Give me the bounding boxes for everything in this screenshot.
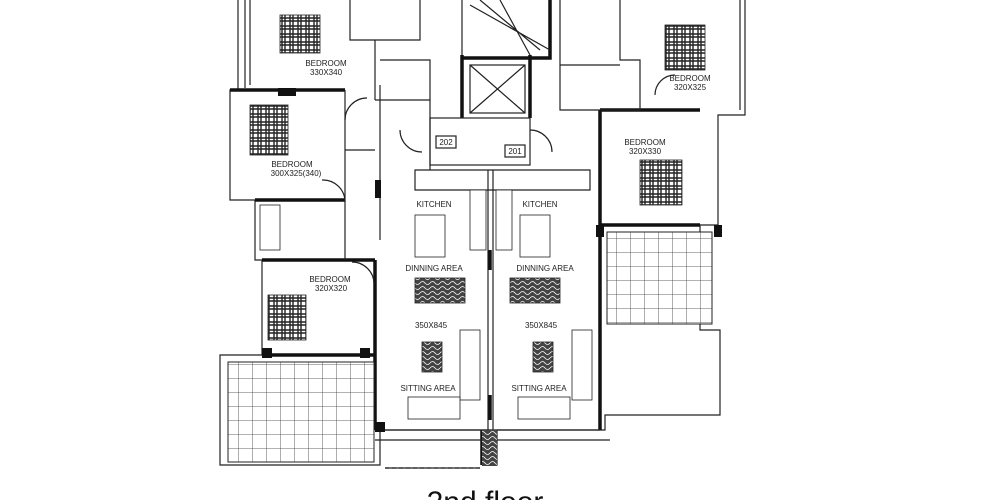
- room-size: 350X845: [415, 321, 448, 330]
- room-size: 320X320: [315, 284, 348, 293]
- room-label: BEDROOM: [624, 138, 666, 147]
- room-size: 330X340: [310, 68, 343, 77]
- room-label: DINNING AREA: [405, 264, 463, 273]
- balcony-right: [606, 231, 713, 325]
- doors: [321, 74, 676, 285]
- unit-number-202: 202: [439, 138, 453, 147]
- beds: [249, 14, 706, 341]
- walls: [219, 0, 746, 469]
- unit-number-201: 201: [508, 147, 522, 156]
- room-label: DINNING AREA: [516, 264, 574, 273]
- room-label: BEDROOM: [271, 160, 313, 169]
- room-size: 320X325: [674, 83, 707, 92]
- elevator: [469, 64, 526, 114]
- floor-title: 2nd floor: [427, 486, 544, 500]
- furniture: [259, 189, 593, 420]
- room-label: KITCHEN: [416, 200, 451, 209]
- room-size: 320X330: [629, 147, 662, 156]
- room-label: SITTING AREA: [400, 384, 456, 393]
- room-label: BEDROOM: [669, 74, 711, 83]
- balcony-left: [227, 361, 375, 463]
- room-label: BEDROOM: [309, 275, 351, 284]
- room-label: KITCHEN: [522, 200, 557, 209]
- room-size: 300X325(340): [271, 169, 322, 178]
- column: [482, 430, 497, 466]
- room-label: BEDROOM: [305, 59, 347, 68]
- room-size: 350X845: [525, 321, 558, 330]
- lobby: [429, 117, 531, 166]
- room-label: SITTING AREA: [511, 384, 567, 393]
